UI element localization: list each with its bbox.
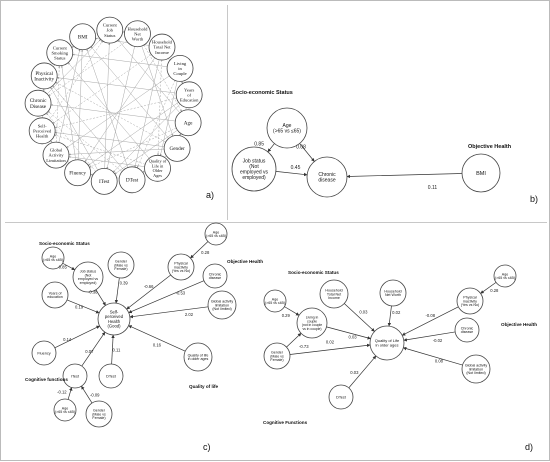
panel-c-cog-title: Cognitive functions: [25, 377, 68, 382]
panel-c-edge-age-job-weight: 0.85: [59, 265, 68, 270]
panel-a-node-label: Age: [184, 121, 193, 127]
panel-d-label: d): [525, 442, 533, 452]
panel-a-edge: [158, 60, 162, 155]
panel-c-edge-gal-center: [130, 307, 208, 317]
panel-b-edge-age-job: [268, 144, 275, 152]
panel-c-edge-itest-center-weight: 0.07: [85, 349, 94, 354]
panel-b-ses-title: Socio-economic Status: [232, 90, 293, 96]
panel-d-edge-living-center-weight: 0.03: [348, 335, 357, 340]
panel-a-node-label: Fluency: [69, 171, 86, 177]
panel-a-edge: [56, 82, 166, 142]
panel-c-edge-dtest-center-weight: 0.11: [112, 347, 121, 352]
panel-c-node-itest-label: ITest: [71, 374, 80, 378]
panel-a-edge: [91, 47, 169, 139]
panel-d-edge-income-center-weight: 0.03: [359, 309, 368, 314]
panel-d-health-title: Objective Health: [501, 322, 537, 327]
panel-a-edge: [68, 63, 149, 159]
panel-d-edge-worth-center-weight: 0.02: [392, 310, 401, 315]
panel-b-edge-bmi-chronic-weight: 0.11: [428, 185, 438, 191]
panel-c-edge-age-itest: [68, 388, 72, 400]
panel-c-edge-fluency-center: [55, 326, 100, 348]
panel-b-edge-job-chronic: [276, 171, 307, 174]
panel-b-label: b): [530, 194, 538, 204]
panel-d-edge-gender-center-weight: 0.02: [326, 340, 335, 345]
panel-a-edge: [57, 78, 176, 94]
panel-d-edge-phys-center-weight: -0.08: [426, 313, 436, 318]
panel-b-node-bmi-label: BMI: [476, 171, 486, 177]
panel-a-edge: [107, 46, 135, 168]
panel-d-edge-chronic-center: [404, 332, 455, 340]
panel-c-edge-gender-center-weight: 0.39: [120, 281, 129, 286]
panel-a-edge: [135, 60, 159, 167]
panel-c-edge-chronic-center: [129, 281, 204, 313]
panel-d-edge-worth-center: [389, 306, 391, 326]
panel-c-edge-years-center-weight: 0.19: [75, 304, 84, 309]
panel-c-node-dtest-label: DTest: [106, 374, 117, 378]
panel-c-qol-title: Quality of life: [189, 384, 219, 389]
panel-a-edge: [69, 149, 164, 154]
panel-d-edge-chronic-center-weight: -0.02: [433, 338, 443, 343]
panel-a-edge: [105, 43, 110, 168]
panel-c-health-title: Objective Health: [227, 259, 263, 264]
panel-a-label: a): [206, 190, 214, 200]
panel-a-node-label: DTest: [126, 178, 139, 184]
panel-d-edge-phys-center: [402, 307, 458, 335]
panel-b-edge-age-chronic-weight: 0.08: [296, 145, 306, 151]
panel-c-node-fluency-label: Fluency: [37, 351, 50, 355]
panel-d-edge-age-living-weight: 0.29: [282, 313, 291, 318]
panel-a-edge: [55, 98, 177, 128]
panel-c-edge-gender-itest-weight: -0.09: [90, 393, 100, 398]
panel-d-edge-dtest-center-weight: 0.03: [350, 370, 359, 375]
panel-b-health-title: Objective Health: [468, 144, 512, 150]
panel-b-edge-bmi-chronic: [347, 173, 462, 176]
panel-d-node-dtest-label: DTest: [336, 395, 347, 399]
panel-b-edge-job-chronic-weight: 0.45: [291, 165, 301, 171]
panel-d-cog-title: Cognitive Functions: [263, 420, 308, 425]
panel-c-edge-chronic-center-weight: -0.53: [176, 291, 186, 296]
panel-a-edge: [67, 76, 170, 148]
panel-c-edge-age-phys-weight: 0.28: [201, 250, 210, 255]
panel-b-edge-age-job-weight: 0.85: [254, 142, 264, 148]
panel-a-node-label: BMI: [78, 35, 88, 41]
panel-c-edge-age-itest-weight: -0.12: [57, 389, 67, 394]
panel-a-node-label: ITest: [99, 179, 110, 185]
panel-d-edge-age-phys-weight: 0.28: [490, 288, 499, 293]
panel-c-edge-qol-center-weight: 0.16: [153, 342, 162, 347]
panel-d-edge-gal-center-weight: 0.08: [435, 358, 444, 363]
panel-c-label: c): [203, 442, 211, 452]
panel-c-edge-phys-center-weight: -0.66: [144, 284, 154, 289]
panel-d-ses-title: Socio-economic Status: [288, 270, 339, 275]
panel-d-edge-gal-center: [403, 348, 462, 365]
panel-c-edge-gal-center-weight: 2.02: [185, 312, 194, 317]
panel-c-edge-job-center-weight: -0.38: [88, 290, 98, 295]
panel-c-ses-title: Socio-economic Status: [39, 241, 90, 246]
panel-d-edge-gender-living-weight: -0.73: [299, 344, 309, 349]
panel-a-edge: [53, 55, 152, 124]
panel-c-edge-fluency-center-weight: 0.14: [63, 337, 72, 342]
panel-a-node-label: Gender: [169, 146, 185, 152]
panel-d-edge-income-center: [344, 304, 374, 332]
